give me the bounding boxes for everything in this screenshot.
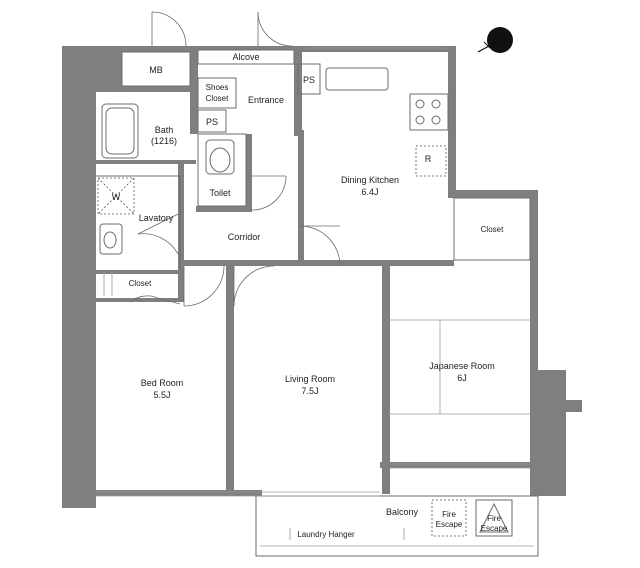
label-fire-escape-1b: Escape xyxy=(436,520,463,529)
label-bath: Bath xyxy=(155,125,174,135)
label-fire-escape-2b: Escape xyxy=(481,524,508,533)
label-living-room-size: 7.5J xyxy=(301,386,318,396)
label-corridor: Corridor xyxy=(228,232,261,242)
label-bed-room-size: 5.5J xyxy=(153,390,170,400)
label-refrigerator: R xyxy=(425,154,432,164)
label-washer: W xyxy=(112,192,121,202)
label-entrance: Entrance xyxy=(248,95,284,105)
label-lavatory: Lavatory xyxy=(139,213,174,223)
label-ps-mid: PS xyxy=(206,117,218,127)
label-shoes-closet: Closet xyxy=(206,94,229,103)
label-alcove: Alcove xyxy=(232,52,259,62)
label-shoes: Shoes xyxy=(206,83,229,92)
label-dining-kitchen-size: 6.4J xyxy=(361,187,378,197)
label-japanese-room-size: 6J xyxy=(457,373,467,383)
label-bed-room: Bed Room xyxy=(141,378,184,388)
label-fire-escape-2a: Fire xyxy=(487,514,501,523)
partitions xyxy=(96,49,539,557)
label-ps-top: PS xyxy=(303,75,315,85)
room-labels: MB Alcove Shoes Closet Entrance PS PS Ba… xyxy=(112,52,508,539)
label-mb: MB xyxy=(149,65,163,75)
label-japanese-room: Japanese Room xyxy=(429,361,495,371)
structural-walls xyxy=(62,46,582,508)
label-bath-size: (1216) xyxy=(151,136,177,146)
doors xyxy=(129,11,341,307)
label-fire-escape-1a: Fire xyxy=(442,510,456,519)
label-balcony: Balcony xyxy=(386,507,419,517)
label-laundry-hanger: Laundry Hanger xyxy=(297,530,355,539)
label-closet-left: Closet xyxy=(129,279,152,288)
fixtures xyxy=(97,67,530,540)
label-closet-right: Closet xyxy=(481,225,504,234)
windows xyxy=(96,47,530,497)
label-living-room: Living Room xyxy=(285,374,335,384)
label-toilet: Toilet xyxy=(209,188,231,198)
label-dining-kitchen: Dining Kitchen xyxy=(341,175,399,185)
north-arrow-icon xyxy=(477,27,513,53)
